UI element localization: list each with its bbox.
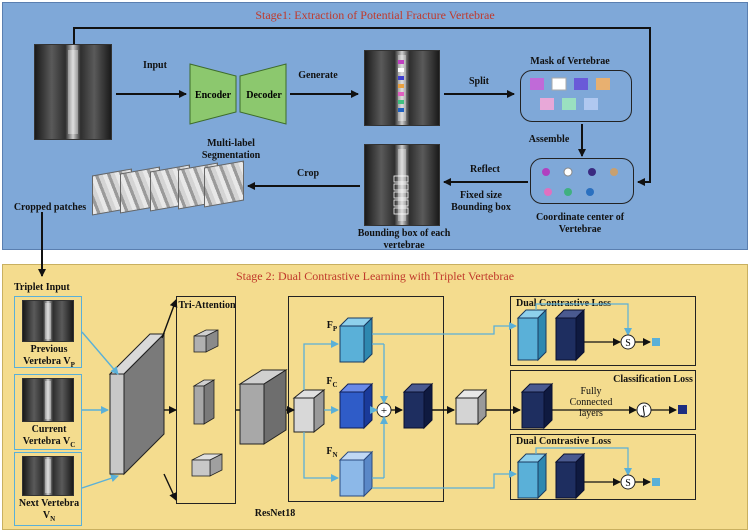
mask-label: Mask of Vertebrae: [530, 56, 610, 67]
classification-loss-label: Classification Loss: [613, 374, 693, 385]
current-vertebra-image: [22, 378, 74, 422]
coord-dot-4: [610, 168, 618, 176]
reflect-label: Reflect: [470, 164, 500, 175]
mask-cube-6: [562, 98, 576, 110]
coordinate-container: [530, 158, 634, 204]
next-vertebra-label: Next Vertebra VN: [18, 498, 80, 523]
coord-dot-3: [588, 168, 596, 176]
stage2-title: Stage 2: Dual Contrastive Learning with …: [235, 269, 515, 283]
dual-bottom-dark-cube: [554, 452, 586, 500]
attn-cube-2: [192, 379, 216, 425]
fn-cube: [338, 450, 374, 498]
coord-dot-2: [563, 167, 573, 177]
mask-cube-1: [530, 78, 544, 90]
bbox-xray-image: [364, 144, 440, 226]
cropped-patches-label: Cropped patches: [13, 202, 87, 213]
resnet18-block: [238, 369, 288, 445]
input-tensor-front: [109, 373, 125, 475]
bbox-label: Bounding box of each vertebrae: [357, 228, 451, 251]
decoder-text: Decoder: [246, 90, 282, 101]
mask-cube-3: [574, 78, 588, 90]
f-text: ʃ: [641, 404, 647, 417]
split-label: Split: [468, 76, 489, 87]
fp-cube: [338, 316, 374, 364]
previous-to-tensor-arrow: [81, 331, 119, 375]
dual-loss-top-box: [510, 296, 696, 366]
generate-label: Generate: [298, 70, 338, 81]
mask-cube-7: [584, 98, 598, 110]
resnet18-label: ResNet18: [254, 508, 296, 519]
decoder-shape: [239, 63, 287, 125]
classification-box: [510, 370, 696, 430]
dual-bottom-light-cube: [516, 452, 548, 500]
dual-top-output: [652, 338, 660, 346]
s-text-top: S: [625, 338, 631, 349]
mask-cube-4: [596, 78, 610, 90]
feature-input-cube: [292, 388, 326, 434]
next-vertebra-image: [22, 456, 74, 496]
coord-dot-6: [564, 188, 572, 196]
fp-to-dual-top-arrow: [372, 322, 517, 335]
input-xray-image: [34, 44, 112, 140]
tri-attention-label: Tri-Attention: [178, 300, 236, 311]
fn-label: FN: [326, 446, 338, 459]
dual-loss-bottom-label: Dual Contrastive Loss: [516, 436, 612, 447]
classification-output: [678, 405, 687, 414]
feat-to-fn-arrow: [303, 432, 339, 482]
fc-cube: [338, 382, 374, 430]
next-to-tensor-arrow: [81, 474, 119, 489]
attn-cube-1: [193, 329, 219, 353]
current-vertebra-frame: [14, 374, 82, 450]
grey-output-cube: [454, 388, 488, 426]
next-vertebra-frame: [14, 452, 82, 526]
dual-bottom-skip-arrow: [535, 447, 632, 476]
current-vertebra-label: Current Vertebra VC: [22, 424, 76, 449]
dual-top-skip-arrow: [535, 303, 632, 336]
mask-cube-5: [540, 98, 554, 110]
fp-label: FP: [326, 320, 338, 333]
fc-layer-cube: [520, 382, 554, 430]
coord-dot-1: [542, 168, 550, 176]
bounding-box-overlay: [393, 175, 409, 215]
fixed-size-label: Fixed size Bounding box: [451, 190, 511, 213]
skip-arrow: [73, 27, 651, 186]
previous-vertebra-frame: [14, 296, 82, 368]
tensor-to-attn-bottom: [163, 473, 177, 501]
dual-top-dark-cube: [554, 308, 586, 362]
previous-vertebra-image: [22, 300, 74, 342]
attn-cube-3: [191, 453, 223, 477]
assemble-label: Assemble: [528, 134, 570, 145]
plus-text: +: [381, 405, 387, 417]
fused-cube: [402, 382, 434, 430]
dual-loss-bottom-box: [510, 434, 696, 500]
feat-to-fp-arrow: [303, 340, 339, 390]
crop-label: Crop: [296, 168, 320, 179]
encoder-text: Encoder: [195, 90, 232, 101]
dual-bottom-output: [652, 478, 660, 486]
stage1-title: Stage1: Extraction of Potential Fracture…: [255, 8, 495, 22]
mask-container: [520, 70, 632, 122]
triplet-input-label: Triplet Input: [14, 282, 70, 293]
segmentation-overlay: [398, 60, 404, 112]
input-label: Input: [143, 60, 167, 71]
fc-label: FC: [326, 376, 338, 389]
tensor-to-attn-top: [161, 299, 178, 339]
mask-cube-2: [551, 77, 567, 91]
fully-connected-label: Fully Connected layers: [569, 386, 613, 419]
previous-vertebra-label: Previous Vertebra VP: [23, 344, 75, 369]
coordinate-label: Coordinate center of Vertebrae: [535, 212, 625, 235]
fn-to-dual-bottom-arrow: [372, 470, 517, 489]
encoder-shape: [189, 63, 237, 125]
dual-top-light-cube: [516, 308, 548, 362]
multilabel-seg-label: Multi-label Segmentation: [201, 138, 261, 161]
tri-attention-box: [176, 296, 236, 504]
s-text-bottom: S: [625, 478, 631, 489]
coord-dot-7: [586, 188, 594, 196]
feature-fusion-box: [288, 296, 444, 502]
coord-dot-5: [544, 188, 552, 196]
